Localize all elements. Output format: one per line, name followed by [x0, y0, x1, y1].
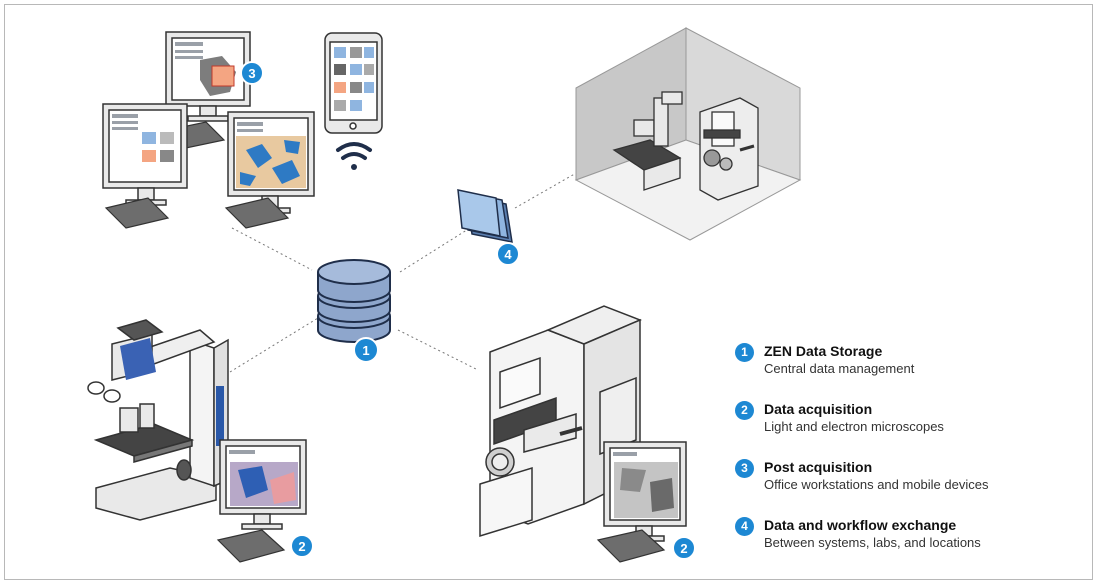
legend-title: Data acquisition [764, 401, 873, 417]
legend-badge: 1 [735, 343, 754, 362]
legend: 1 ZEN Data Storage Central data manageme… [735, 342, 1075, 574]
connector-light-microscope [229, 317, 319, 373]
badge-exchange: 4 [496, 242, 520, 266]
badge-acquisition-em: 2 [672, 536, 696, 560]
legend-item-storage: 1 ZEN Data Storage Central data manageme… [735, 342, 1075, 400]
svg-text:3: 3 [248, 66, 255, 81]
keyboard-electron-microscope [596, 529, 666, 563]
legend-badge: 2 [735, 401, 754, 420]
legend-description: Light and electron microscopes [764, 419, 944, 434]
light-microscope [87, 319, 229, 521]
folder-icon [457, 189, 513, 243]
svg-text:2: 2 [680, 541, 687, 556]
legend-badge: 4 [735, 517, 754, 536]
keyboard-right [224, 197, 290, 229]
badge-acquisition-light: 2 [290, 534, 314, 558]
frame-border [4, 4, 1093, 580]
tablet [324, 32, 383, 134]
badge-post-acquisition: 3 [240, 61, 264, 85]
legend-description: Between systems, labs, and locations [764, 535, 981, 550]
legend-description: Central data management [764, 361, 915, 376]
database-icon [317, 259, 391, 343]
svg-text:4: 4 [504, 247, 512, 262]
legend-title: ZEN Data Storage [764, 343, 883, 359]
badge-storage: 1 [353, 337, 379, 363]
legend-title: Post acquisition [764, 459, 873, 475]
legend-item-post-acquisition: 3 Post acquisition Office workstations a… [735, 458, 1075, 516]
wifi-icon [336, 142, 372, 170]
lab-room [574, 27, 802, 241]
monitor-electron-microscope [603, 441, 687, 542]
svg-text:2: 2 [298, 539, 305, 554]
lab-instrument-stage [612, 91, 683, 191]
keyboard-light-microscope [216, 529, 286, 563]
legend-item-exchange: 4 Data and workflow exchange Between sys… [735, 516, 1075, 574]
monitor-light-microscope [219, 439, 307, 530]
lab-instrument-sem [699, 97, 759, 201]
legend-title: Data and workflow exchange [764, 517, 957, 533]
connector-room [514, 171, 579, 209]
workstation-monitor-back [165, 31, 251, 122]
connector-electron-microscope [397, 329, 479, 371]
connector-workstations [231, 227, 313, 271]
svg-text:1: 1 [362, 343, 369, 358]
legend-description: Office workstations and mobile devices [764, 477, 989, 492]
workstation-monitor-right [227, 111, 315, 214]
legend-badge: 3 [735, 459, 754, 478]
connector-folder [399, 227, 471, 273]
workstation-monitor-left [102, 103, 188, 206]
legend-item-acquisition: 2 Data acquisition Light and electron mi… [735, 400, 1075, 458]
keyboard-left [104, 197, 170, 229]
